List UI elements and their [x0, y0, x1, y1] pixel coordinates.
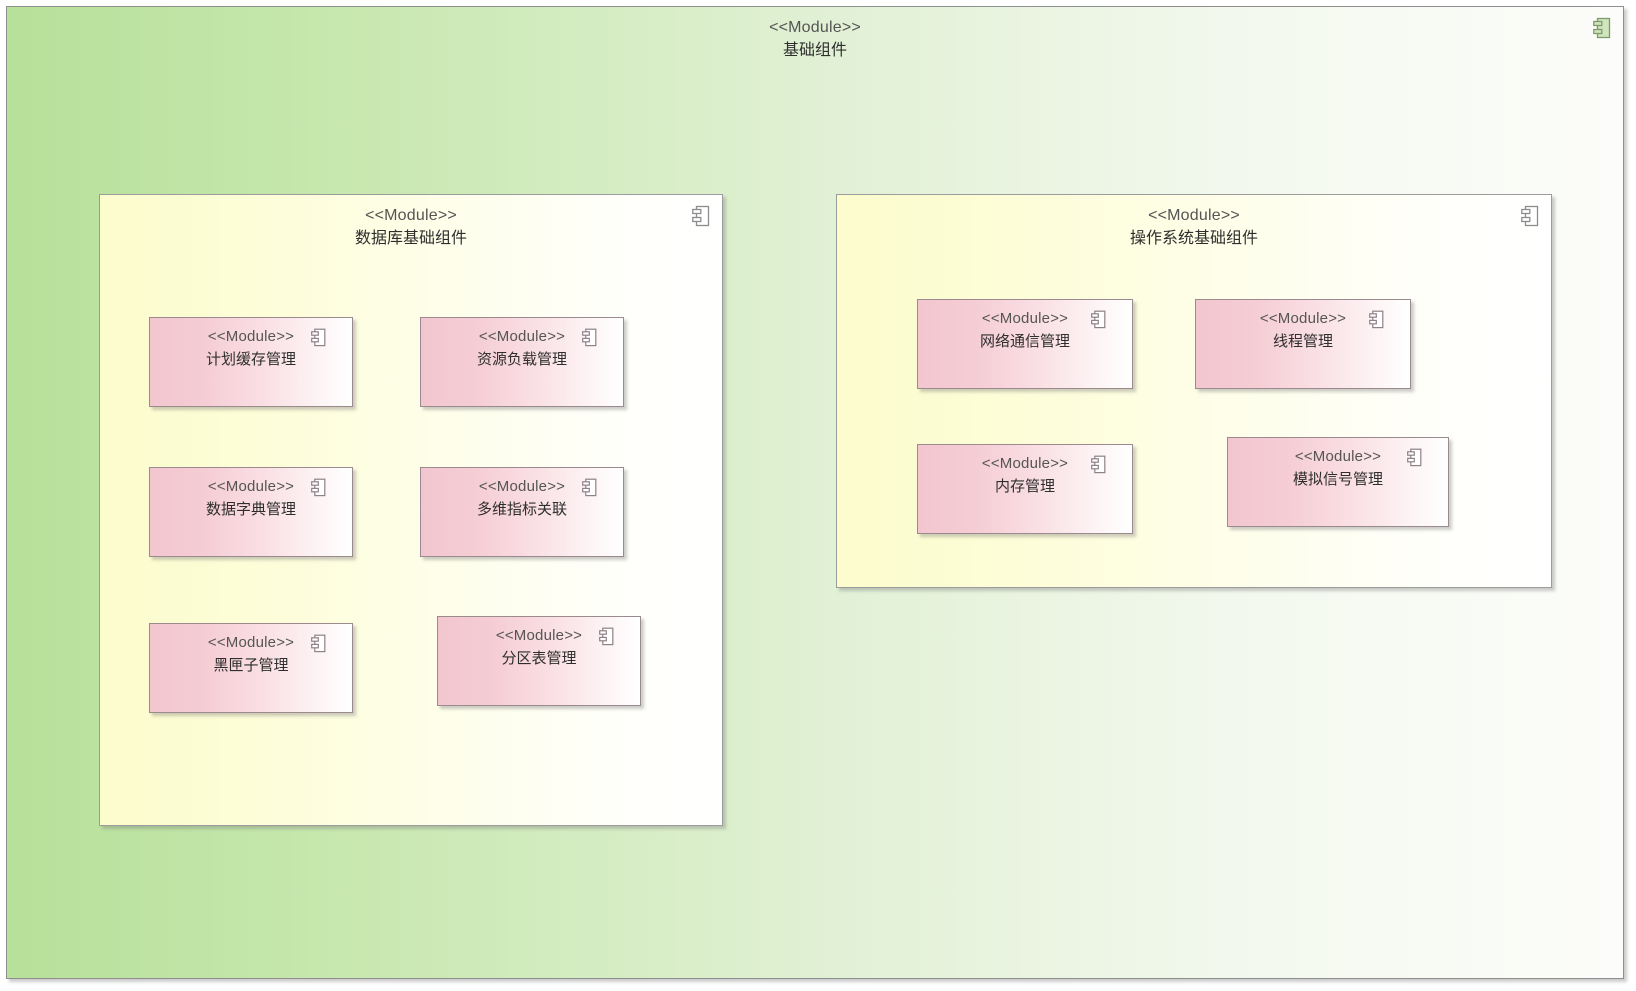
- module-operating-system-basic-components[interactable]: <<Module>> 操作系统基础组件 <<Module>> 网络通信管理 <: [836, 194, 1552, 588]
- component-header: <<Module>> 线程管理: [1196, 300, 1410, 353]
- component-icon: [311, 328, 326, 347]
- component-name: 模拟信号管理: [1292, 470, 1383, 488]
- component-icon: [311, 478, 326, 497]
- component-header: <<Module>> 数据字典管理: [150, 468, 352, 521]
- component-partition-table-management[interactable]: <<Module>> 分区表管理: [437, 616, 641, 706]
- component-name: 线程管理: [1272, 332, 1333, 350]
- component-icon: [1369, 310, 1384, 329]
- component-header: <<Module>> 多维指标关联: [421, 468, 623, 521]
- module-database-basic-components-name: 数据库基础组件: [354, 230, 467, 248]
- stereotype-label: <<Module>>: [365, 207, 457, 224]
- component-thread-management[interactable]: <<Module>> 线程管理: [1195, 299, 1411, 389]
- component-name: 内存管理: [994, 477, 1055, 495]
- component-header: <<Module>> 计划缓存管理: [150, 318, 352, 371]
- component-name: 多维指标关联: [476, 500, 567, 518]
- stereotype-label: <<Module>>: [1259, 310, 1347, 327]
- stereotype-label: <<Module>>: [478, 328, 566, 345]
- component-name: 黑匣子管理: [213, 656, 289, 674]
- stereotype-label: <<Module>>: [981, 455, 1069, 472]
- component-icon: [582, 478, 597, 497]
- stereotype-label: <<Module>>: [1148, 207, 1240, 224]
- component-name: 资源负载管理: [476, 350, 567, 368]
- component-analog-signal-management[interactable]: <<Module>> 模拟信号管理: [1227, 437, 1449, 527]
- component-data-dictionary-management[interactable]: <<Module>> 数据字典管理: [149, 467, 353, 557]
- component-header: <<Module>> 内存管理: [918, 445, 1132, 498]
- component-icon: [1521, 205, 1539, 227]
- component-name: 数据字典管理: [205, 500, 296, 518]
- component-header: <<Module>> 模拟信号管理: [1228, 438, 1448, 491]
- stereotype-label: <<Module>>: [769, 19, 861, 36]
- component-icon: [692, 205, 710, 227]
- component-black-box-management[interactable]: <<Module>> 黑匣子管理: [149, 623, 353, 713]
- component-header: <<Module>> 黑匣子管理: [150, 624, 352, 677]
- stereotype-label: <<Module>>: [207, 478, 295, 495]
- module-database-basic-components-header: <<Module>> 数据库基础组件: [100, 195, 722, 250]
- module-basic-components-header: <<Module>> 基础组件: [7, 7, 1623, 62]
- stereotype-label: <<Module>>: [207, 634, 295, 651]
- module-basic-components-name: 基础组件: [782, 42, 847, 60]
- component-resource-load-management[interactable]: <<Module>> 资源负载管理: [420, 317, 624, 407]
- stereotype-label: <<Module>>: [478, 478, 566, 495]
- component-multidimensional-metric-link[interactable]: <<Module>> 多维指标关联: [420, 467, 624, 557]
- component-header: <<Module>> 分区表管理: [438, 617, 640, 670]
- component-memory-management[interactable]: <<Module>> 内存管理: [917, 444, 1133, 534]
- component-icon: [599, 627, 614, 646]
- component-icon: [1407, 448, 1422, 467]
- stereotype-label: <<Module>>: [495, 627, 583, 644]
- stereotype-label: <<Module>>: [981, 310, 1069, 327]
- component-icon: [1593, 17, 1611, 39]
- component-network-communication-management[interactable]: <<Module>> 网络通信管理: [917, 299, 1133, 389]
- component-plan-cache-management[interactable]: <<Module>> 计划缓存管理: [149, 317, 353, 407]
- component-name: 计划缓存管理: [205, 350, 296, 368]
- component-icon: [1091, 455, 1106, 474]
- module-operating-system-basic-components-name: 操作系统基础组件: [1129, 230, 1258, 248]
- stereotype-label: <<Module>>: [207, 328, 295, 345]
- component-name: 分区表管理: [501, 649, 577, 667]
- module-operating-system-basic-components-header: <<Module>> 操作系统基础组件: [837, 195, 1551, 250]
- component-icon: [582, 328, 597, 347]
- stereotype-label: <<Module>>: [1294, 448, 1382, 465]
- component-header: <<Module>> 资源负载管理: [421, 318, 623, 371]
- component-icon: [1091, 310, 1106, 329]
- component-name: 网络通信管理: [979, 332, 1070, 350]
- component-icon: [311, 634, 326, 653]
- module-database-basic-components[interactable]: <<Module>> 数据库基础组件 <<Module>> 计划缓存管理 <<: [99, 194, 723, 826]
- component-header: <<Module>> 网络通信管理: [918, 300, 1132, 353]
